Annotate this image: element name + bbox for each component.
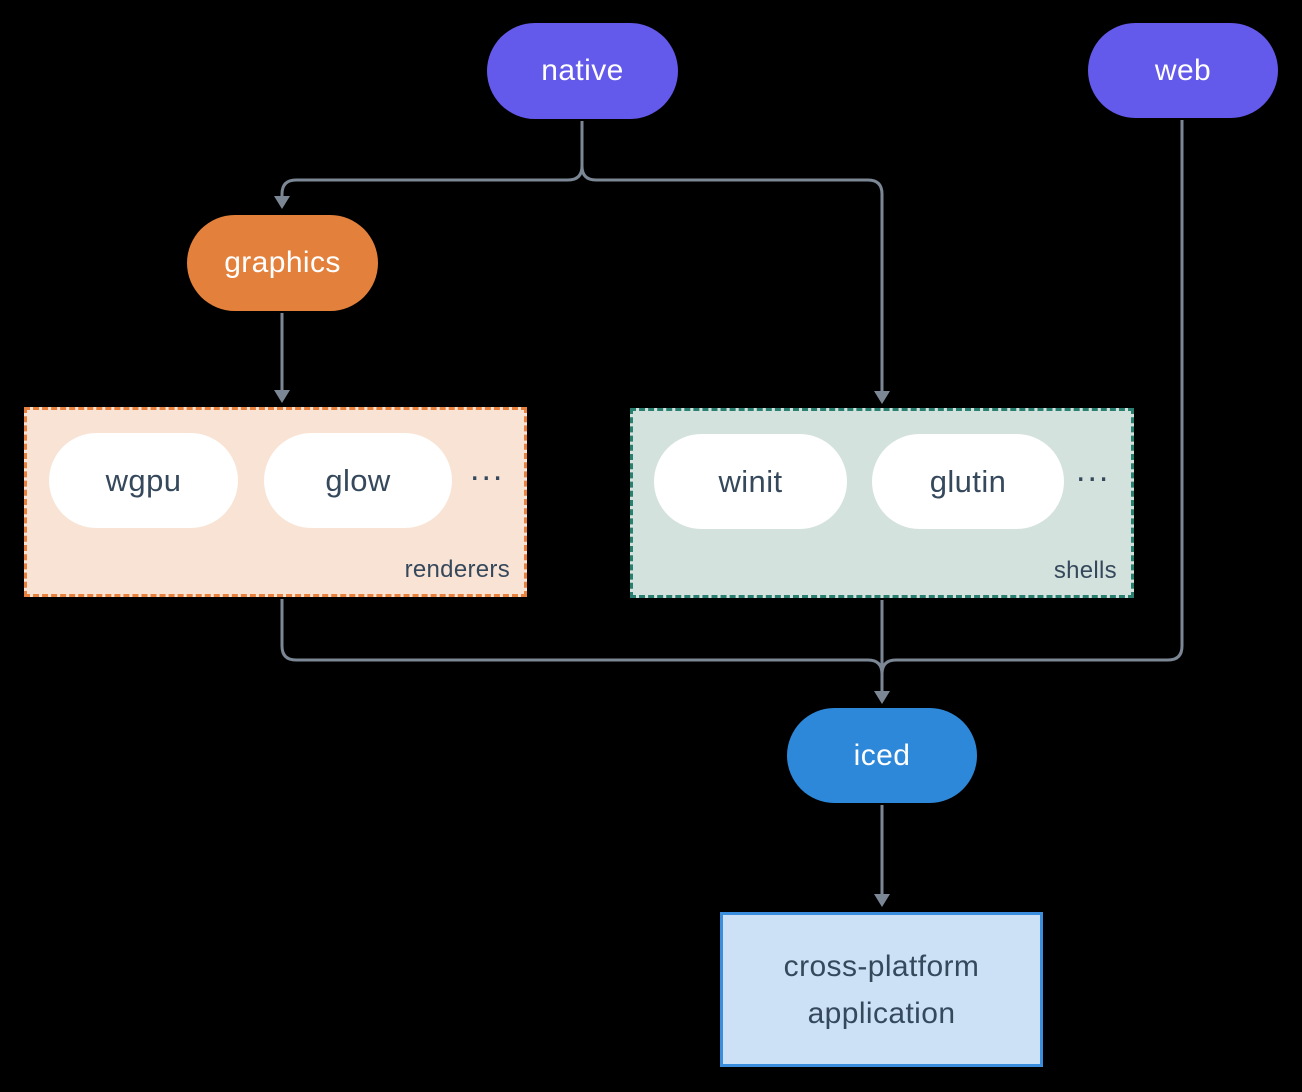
node-glutin-label: glutin [929,463,1007,499]
node-glow: glow [264,433,452,528]
arrowhead-application [874,894,890,907]
node-graphics-label: graphics [224,246,341,279]
node-native: native [487,23,678,119]
node-native-label: native [541,54,624,87]
renderers-ellipsis: ... [470,450,505,488]
node-graphics: graphics [187,215,378,311]
application-box: cross-platform application [720,912,1043,1067]
edge-native-shells [580,121,884,392]
edge-renderers-iced [280,599,884,675]
group-renderers-label: renderers [404,556,510,583]
edge-web-iced [880,120,1184,675]
edge-native-graphics [280,121,584,196]
node-glow-label: glow [325,462,391,498]
node-glutin: glutin [872,434,1064,529]
node-web-label: web [1154,53,1212,87]
arrowhead-renderers [274,390,290,403]
application-label: cross-platform application [783,949,980,1030]
arrowhead-iced [874,691,890,704]
node-winit: winit [654,434,847,529]
node-wgpu-label: wgpu [105,462,182,498]
group-shells: winit glutin ... shells [630,408,1134,598]
shells-ellipsis: ... [1076,451,1111,489]
node-wgpu: wgpu [49,433,238,528]
node-iced-label: iced [853,738,911,772]
node-winit-label: winit [718,463,783,499]
group-shells-label: shells [1053,557,1117,584]
arrowhead-graphics [274,196,290,209]
node-web: web [1088,23,1278,118]
arrowhead-shells [874,391,890,404]
group-renderers: wgpu glow ... renderers [24,407,527,597]
node-iced: iced [787,708,977,803]
